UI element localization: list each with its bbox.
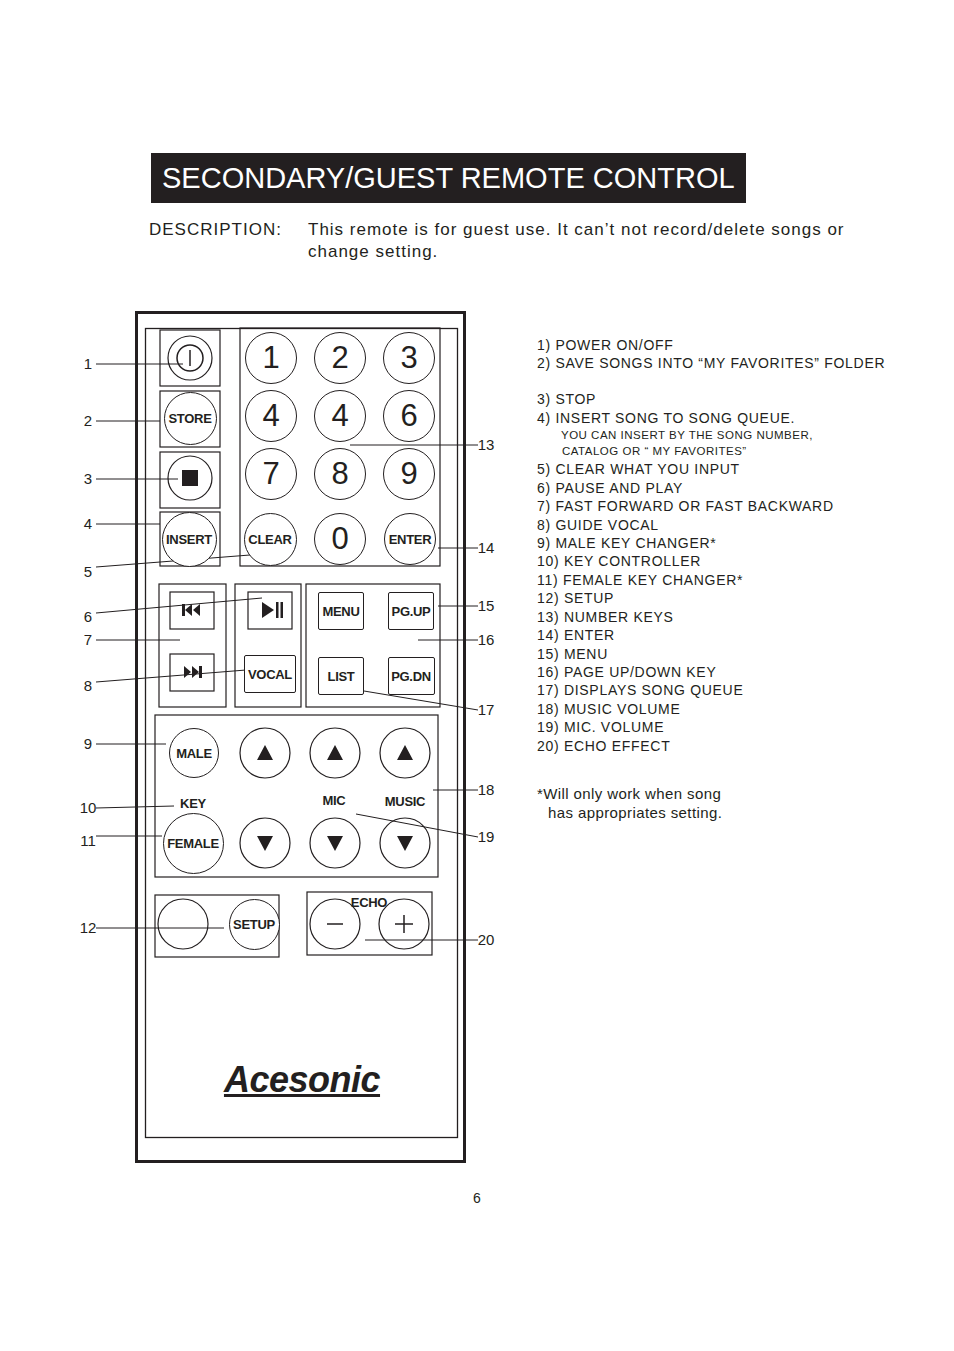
callout-number: 10 (80, 799, 97, 817)
list-item: 10) KEY CONTROLLER (537, 552, 701, 570)
round-button: 3 (383, 332, 435, 384)
button-label: CLEAR (248, 532, 291, 547)
round-button: FEMALE (163, 813, 224, 874)
round-button: MALE (169, 728, 219, 778)
list-item: 9) MALE KEY CHANGER* (537, 534, 716, 552)
callout-number: 9 (84, 735, 92, 753)
button-label: 4 (262, 398, 279, 434)
list-item: 18) MUSIC VOLUME (537, 700, 680, 718)
list-item: 20) ECHO EFFECT (537, 737, 670, 755)
list-item: 13) NUMBER KEYS (537, 608, 674, 626)
description-text: This remote is for guest use. It can’t n… (308, 219, 856, 263)
description-label: DESCRIPTION: (149, 219, 282, 241)
button-label: SETUP (233, 917, 275, 932)
button-label: 1 (262, 340, 279, 376)
list-item: 1) POWER ON/OFF (537, 336, 674, 354)
button-label: PG.UP (392, 604, 431, 619)
list-item: 3) STOP (537, 390, 596, 408)
callout-number: 19 (478, 828, 495, 846)
callout-number: 11 (80, 832, 96, 850)
list-item: 16) PAGE UP/DOWN KEY (537, 663, 716, 681)
mic-caption: MIC (323, 793, 346, 808)
callout-number: 17 (478, 701, 495, 719)
button-label: PG.DN (391, 669, 431, 684)
callout-number: 15 (478, 597, 495, 615)
list-item: 15) MENU (537, 645, 608, 663)
button-label: 6 (400, 398, 417, 434)
list-item: 7) FAST FORWARD OR FAST BACKWARD (537, 497, 834, 515)
round-button: 6 (383, 390, 435, 442)
button-label: 9 (400, 456, 417, 492)
callout-number: 8 (84, 677, 92, 695)
list-item: 11) FEMALE KEY CHANGER* (537, 571, 743, 589)
callout-number: 13 (478, 436, 495, 454)
square-button: MENU (318, 592, 364, 630)
button-label: FEMALE (167, 836, 219, 851)
round-button: SETUP (229, 899, 280, 950)
button-label: MENU (322, 604, 359, 619)
key-caption: KEY (180, 796, 206, 811)
brand-logo: Acesonic (224, 1059, 380, 1101)
list-note: YOU CAN INSERT BY THE SONG NUMBER, CATAL… (559, 427, 859, 459)
round-button: 2 (314, 332, 366, 384)
button-label: 7 (262, 456, 279, 492)
title-text: SECONDARY/GUEST REMOTE CONTROL (162, 162, 735, 195)
round-button: 9 (383, 448, 435, 500)
list-item: 6) PAUSE AND PLAY (537, 479, 683, 497)
round-button: 1 (245, 332, 297, 384)
button-label: 0 (331, 521, 348, 557)
round-button: 7 (245, 448, 297, 500)
leader-lines (96, 364, 478, 940)
button-label: STORE (168, 411, 211, 426)
round-button: CLEAR (244, 513, 297, 566)
round-button: 4 (245, 390, 297, 442)
button-label: INSERT (166, 532, 212, 547)
list-item: 5) CLEAR WHAT YOU INPUT (537, 460, 740, 478)
round-button: STORE (164, 392, 217, 445)
callout-number: 20 (478, 931, 495, 949)
callout-number: 1 (84, 355, 92, 373)
button-label: 8 (331, 456, 348, 492)
echo-caption: ECHO (351, 895, 387, 910)
list-item: 17) DISPLAYS SONG QUEUE (537, 681, 743, 699)
button-label: ENTER (389, 532, 432, 547)
round-button: 4 (314, 390, 366, 442)
page-number: 6 (473, 1190, 481, 1206)
round-button: ENTER (384, 513, 436, 565)
list-item: 19) MIC. VOLUME (537, 718, 664, 736)
square-button: PG.DN (388, 657, 435, 695)
list-item: 8) GUIDE VOCAL (537, 516, 659, 534)
button-label: 3 (400, 340, 417, 376)
list-item: 2) SAVE SONGS INTO “MY FAVORITES” FOLDER (537, 354, 907, 372)
callout-number: 3 (84, 470, 92, 488)
callout-number: 7 (84, 631, 92, 649)
square-button: VOCAL (244, 655, 296, 693)
round-button: 0 (314, 513, 366, 565)
callout-number: 18 (478, 781, 495, 799)
square-button: PG.UP (388, 592, 434, 630)
callout-number: 12 (80, 919, 97, 937)
callout-number: 14 (478, 539, 495, 557)
callout-number: 5 (84, 563, 92, 581)
button-label: 4 (331, 398, 348, 434)
music-caption: MUSIC (385, 794, 425, 809)
button-label: VOCAL (248, 667, 292, 682)
footnote: *Will only work when song has appropriat… (537, 784, 748, 822)
square-button: LIST (318, 657, 364, 695)
round-button: 8 (314, 448, 366, 500)
title-band: SECONDARY/GUEST REMOTE CONTROL (151, 153, 746, 203)
round-button: INSERT (162, 512, 217, 567)
button-label: 2 (331, 340, 348, 376)
callout-number: 16 (478, 631, 495, 649)
list-item: 12) SETUP (537, 589, 614, 607)
button-label: MALE (176, 746, 212, 761)
list-item: 14) ENTER (537, 626, 615, 644)
list-item: 4) INSERT SONG TO SONG QUEUE. (537, 409, 795, 427)
callout-number: 4 (84, 515, 92, 533)
callout-number: 6 (84, 608, 92, 626)
callout-number: 2 (84, 412, 92, 430)
button-label: LIST (328, 669, 355, 684)
